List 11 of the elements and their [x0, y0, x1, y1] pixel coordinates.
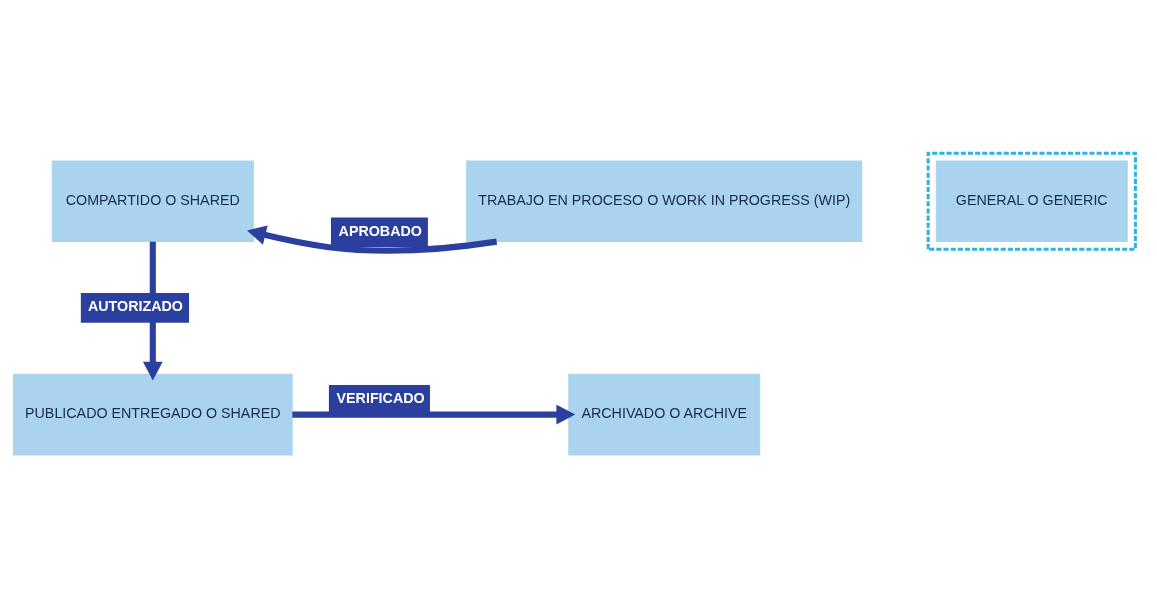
node-box: TRABAJO EN PROCESO O WORK IN PROGRESS (WIP)	[466, 160, 863, 243]
node-box: GENERAL O GENERIC	[935, 160, 1128, 243]
node-box: ARCHIVADO O ARCHIVE	[568, 373, 761, 456]
edge-label: AUTORIZADO	[87, 298, 183, 315]
node-box: PUBLICADO ENTREGADO O SHARED	[12, 373, 293, 456]
edge-label: APROBADO	[338, 222, 422, 239]
node-box: COMPARTIDO O SHARED	[51, 160, 254, 243]
arrow	[292, 404, 576, 425]
cluster	[926, 151, 1137, 251]
arrow	[247, 225, 498, 254]
edge-label: VERIFICADO	[336, 390, 425, 407]
